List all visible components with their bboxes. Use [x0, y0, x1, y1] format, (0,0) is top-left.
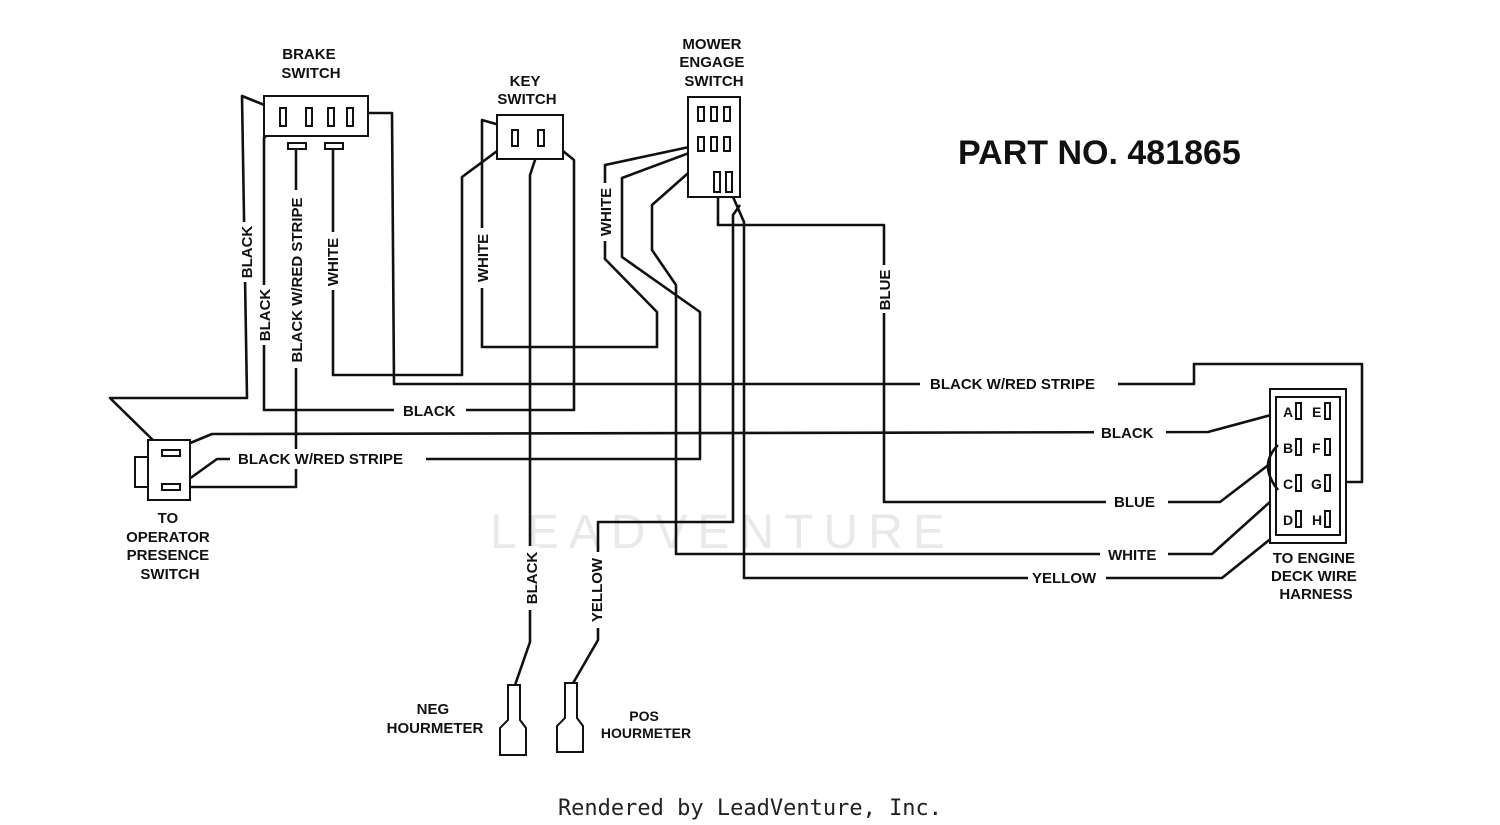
wire-label-yellow-1: YELLOW	[1028, 568, 1106, 588]
watermark: LEADVENTURE	[490, 506, 955, 559]
wire-black-red-brake-to-operator	[182, 146, 298, 489]
svg-text:BLACK W/RED STRIPE: BLACK W/RED STRIPE	[930, 376, 1095, 393]
harness-pin-a: A	[1283, 404, 1293, 420]
part-number-title: PART NO. 481865	[958, 134, 1241, 172]
pos-hourmeter-terminal	[556, 682, 584, 753]
wire-label-white-2: WHITE	[473, 228, 492, 288]
wire-label-white-4: WHITE	[1100, 545, 1168, 565]
wire-black-brake-to-key	[262, 119, 576, 412]
wire-label-white-3: WHITE	[596, 183, 615, 241]
svg-text:BLUE: BLUE	[1114, 494, 1155, 511]
svg-text:WHITE: WHITE	[1108, 547, 1156, 564]
svg-text:YELLOW: YELLOW	[589, 557, 606, 622]
key-switch-label: KEY SWITCH	[497, 73, 556, 108]
wire-white-mower-to-harness	[650, 144, 1291, 556]
wire-label-black-red-2: BLACK W/RED STRIPE	[920, 374, 1118, 394]
svg-text:WHITE: WHITE	[598, 188, 615, 236]
svg-text:WHITE: WHITE	[325, 238, 342, 286]
wire-yellow-mower-to-pos-hourmeter	[570, 204, 742, 686]
wire-label-white-1: WHITE	[324, 232, 342, 290]
svg-text:BLACK: BLACK	[403, 403, 456, 420]
harness-pin-b: B	[1283, 440, 1293, 456]
svg-text:BLUE: BLUE	[877, 270, 894, 311]
wire-label-black-4: BLACK	[1094, 423, 1166, 443]
svg-text:BLACK W/RED STRIPE: BLACK W/RED STRIPE	[238, 451, 403, 468]
wire-label-yellow-2: YELLOW	[587, 552, 606, 628]
key-switch	[496, 114, 564, 160]
wire-blue-mower-to-harness	[716, 195, 1293, 504]
wire-white-brake-to-key	[331, 138, 513, 377]
svg-text:BLACK: BLACK	[239, 226, 256, 279]
pos-hourmeter-label: POS HOURMETER	[601, 708, 691, 741]
svg-text:BLACK W/RED STRIPE: BLACK W/RED STRIPE	[289, 198, 306, 363]
svg-text:WHITE: WHITE	[475, 234, 492, 282]
svg-text:BLACK: BLACK	[524, 552, 541, 605]
operator-presence-label: TO OPERATOR PRESENCE SWITCH	[126, 510, 214, 583]
wire-white-key-to-mower	[480, 118, 709, 349]
wire-yellow-mower-to-harness	[728, 189, 1295, 580]
operator-presence-connector	[134, 439, 191, 501]
mower-engage-switch-label: MOWER ENGAGE SWITCH	[679, 36, 748, 90]
wire-black-brake-to-operator	[108, 94, 283, 448]
brake-switch	[263, 95, 369, 150]
neg-hourmeter-terminal	[499, 684, 527, 756]
wire-black-red-brake-to-harness	[350, 111, 1364, 484]
harness-pin-h: H	[1312, 512, 1322, 528]
neg-hourmeter-label: NEG HOURMETER	[387, 701, 484, 737]
wire-label-black-red-1: BLACK W/RED STRIPE	[287, 190, 306, 368]
harness-pin-f: F	[1312, 440, 1321, 456]
wire-label-black-red-3: BLACK W/RED STRIPE	[230, 449, 426, 469]
svg-text:BLACK: BLACK	[257, 289, 274, 342]
engine-harness-connector	[1266, 388, 1347, 544]
wire-label-black-2: BLACK	[255, 285, 274, 345]
harness-pin-e: E	[1312, 404, 1321, 420]
wire-black-red-operator-to-mower	[177, 141, 717, 489]
harness-pin-g: G	[1311, 476, 1322, 492]
wire-label-black-1: BLACK	[238, 222, 256, 282]
harness-pin-d: D	[1283, 512, 1293, 528]
svg-text:BLACK: BLACK	[1101, 425, 1154, 442]
mower-engage-switch	[687, 96, 741, 198]
harness-pin-c: C	[1283, 476, 1293, 492]
brake-switch-label: BRAKE SWITCH	[281, 46, 340, 82]
wire-label-blue-1: BLUE	[875, 265, 894, 313]
wire-label-blue-2: BLUE	[1106, 492, 1168, 512]
footer-credit: Rendered by LeadVenture, Inc.	[558, 796, 942, 821]
engine-harness-label: TO ENGINE DECK WIRE HARNESS	[1271, 550, 1361, 603]
wire-label-black-3: BLACK	[394, 401, 466, 421]
svg-text:YELLOW: YELLOW	[1032, 570, 1097, 587]
wire-label-black-5: BLACK	[521, 546, 541, 610]
